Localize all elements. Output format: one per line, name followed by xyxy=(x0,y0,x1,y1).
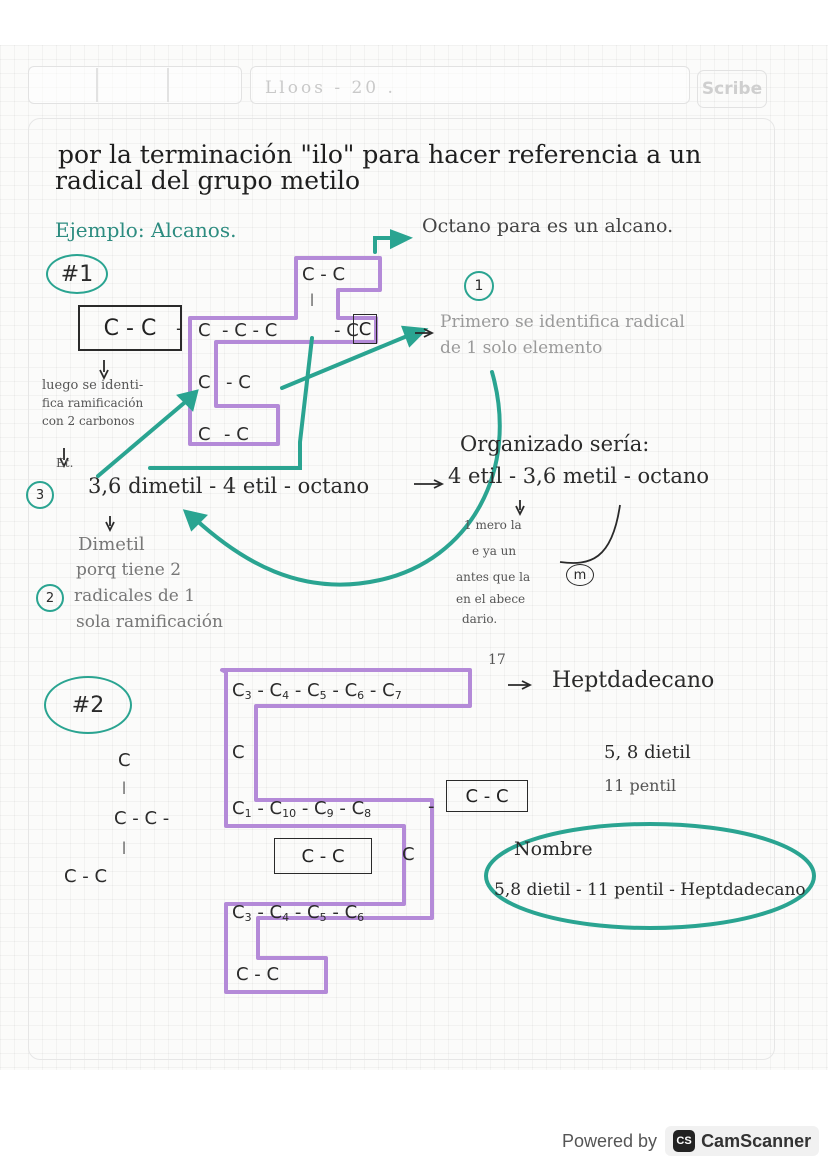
camscanner-footer: Powered by CS CamScanner xyxy=(562,1126,820,1156)
chain2-vertical-c: C xyxy=(232,742,245,763)
step-3-circle: 3 xyxy=(26,481,54,509)
substituent-1: 5, 8 dietil xyxy=(604,742,691,763)
radical-box-cc-center: C - C xyxy=(274,838,372,874)
powered-by-label: Powered by xyxy=(562,1130,658,1151)
bond-dash: - xyxy=(428,796,435,817)
branch-bond: | xyxy=(122,780,127,794)
step-1-line-2: de 1 solo elemento xyxy=(440,338,603,358)
nombre-outline xyxy=(484,822,816,930)
side-note-2: fica ramificación xyxy=(42,396,144,410)
order-note-4: en el abece xyxy=(456,592,526,606)
chain-row-3-end: - C xyxy=(226,372,251,393)
notebook-page xyxy=(0,45,828,1070)
example1-badge: #1 xyxy=(46,254,108,294)
example1-chain-highlight xyxy=(188,256,382,446)
header-date-field xyxy=(28,66,242,104)
carbon-count: 17 xyxy=(488,652,506,668)
example1-name: 3,6 dimetil - 4 etil - octano xyxy=(88,474,370,498)
substituent-2: 11 pentil xyxy=(604,776,677,795)
bond-vertical: | xyxy=(310,292,315,306)
chain-row-2-start: C xyxy=(198,320,211,341)
header-divider xyxy=(167,68,169,102)
step-1-circle: 1 xyxy=(464,271,494,301)
teal-arrows xyxy=(96,229,502,587)
header-topic-field xyxy=(250,66,690,104)
order-note-5: dario. xyxy=(462,612,498,626)
chain2-row4: C - C xyxy=(236,964,280,985)
branch-bond: | xyxy=(122,840,127,854)
branch-mid: C - C - xyxy=(114,808,170,829)
step-2-circle: 2 xyxy=(36,584,64,612)
camscanner-brand: CamScanner xyxy=(701,1130,812,1151)
chain-row-2-end: - C xyxy=(334,320,359,341)
example-heading: Ejemplo: Alcanos. xyxy=(55,218,237,242)
order-note-2: e ya un xyxy=(472,544,517,558)
ink-connectors xyxy=(59,328,621,690)
final-name: 5,8 dietil - 11 pentil - Heptdadecano xyxy=(494,880,806,900)
example2-chain-highlight xyxy=(220,668,472,994)
chain-row-1: C - C xyxy=(302,264,346,285)
header-topic: Lloos - 20 . xyxy=(265,78,396,98)
chain2-right-c: C xyxy=(402,844,415,865)
bond-dash: - xyxy=(176,318,183,339)
organized-name: 4 etil - 3,6 metil - octano xyxy=(448,464,710,488)
order-note-1: 1 mero la xyxy=(464,518,522,532)
chain-row-3-start: C xyxy=(198,372,211,393)
example2-badge: #2 xyxy=(44,676,132,734)
step-1-line-1: Primero se identifica radical xyxy=(440,312,685,332)
side-note-4: Et. xyxy=(56,456,74,470)
chain2-row3: C3 - C4 - C5 - C6 xyxy=(232,902,365,924)
dimetil-note-4: sola ramificación xyxy=(76,612,223,632)
left-radical-box: C - C xyxy=(78,305,182,351)
chain2-row1: C3 - C4 - C5 - C6 - C7 xyxy=(232,680,402,702)
nombre-label: Nombre xyxy=(514,838,593,860)
octano-note: Octano para es un alcano. xyxy=(422,215,674,237)
intro-line-2: radical del grupo metilo xyxy=(55,166,361,195)
note-frame xyxy=(28,118,775,1060)
order-circle: m xyxy=(566,564,594,586)
organized-label: Organizado sería: xyxy=(460,432,650,456)
scribe-logo: Scribe xyxy=(697,70,767,108)
branch-bottom: C - C xyxy=(64,866,108,887)
camscanner-icon: CS xyxy=(673,1130,696,1152)
dimetil-note-3: radicales de 1 xyxy=(74,586,196,606)
heptdadecano-label: Heptdadecano xyxy=(552,668,715,693)
order-note-3: antes que la xyxy=(456,570,531,584)
chain-row-4-start: C xyxy=(198,424,211,445)
dimetil-note-1: Dimetil xyxy=(78,534,145,555)
radical-box-small: C xyxy=(353,314,377,344)
radical-box-cc-right: C - C xyxy=(446,780,528,812)
dimetil-note-2: porq tiene 2 xyxy=(76,560,182,580)
chain-row-2-mid: - C - C xyxy=(222,320,278,341)
side-note-3: con 2 carbonos xyxy=(42,414,135,428)
intro-line-1: por la terminación "ilo" para hacer refe… xyxy=(58,140,702,169)
branch-top-c: C xyxy=(118,750,131,771)
header-divider xyxy=(96,68,98,102)
camscanner-badge: CS CamScanner xyxy=(665,1126,820,1156)
chain2-row2: C1 - C10 - C9 - C8 xyxy=(232,798,372,820)
side-note-1: luego se identi- xyxy=(42,378,144,393)
chain-row-4-end: - C xyxy=(224,424,249,445)
